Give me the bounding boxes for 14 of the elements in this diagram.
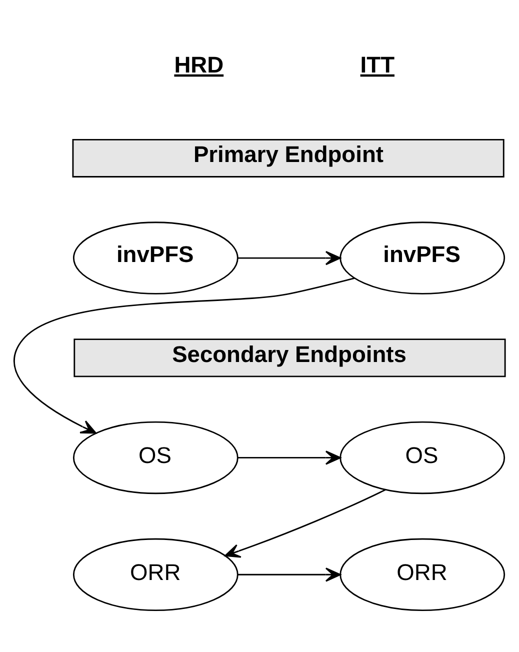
arrow [238,450,341,464]
node-ellipse: invPFS [72,221,238,294]
node-ellipse: invPFS [340,221,506,294]
label: HRD [174,50,224,77]
node-ellipse: OS [340,420,506,494]
node-box: Secondary Endpoints [74,338,506,377]
arrow [238,250,341,265]
arrow [224,488,386,558]
label: ITT [360,50,395,77]
arrow [14,276,355,434]
node-ellipse: ORR [340,538,506,610]
arrow [238,567,341,582]
node-box: Primary Endpoint [72,138,504,177]
node-ellipse: ORR [72,538,238,610]
